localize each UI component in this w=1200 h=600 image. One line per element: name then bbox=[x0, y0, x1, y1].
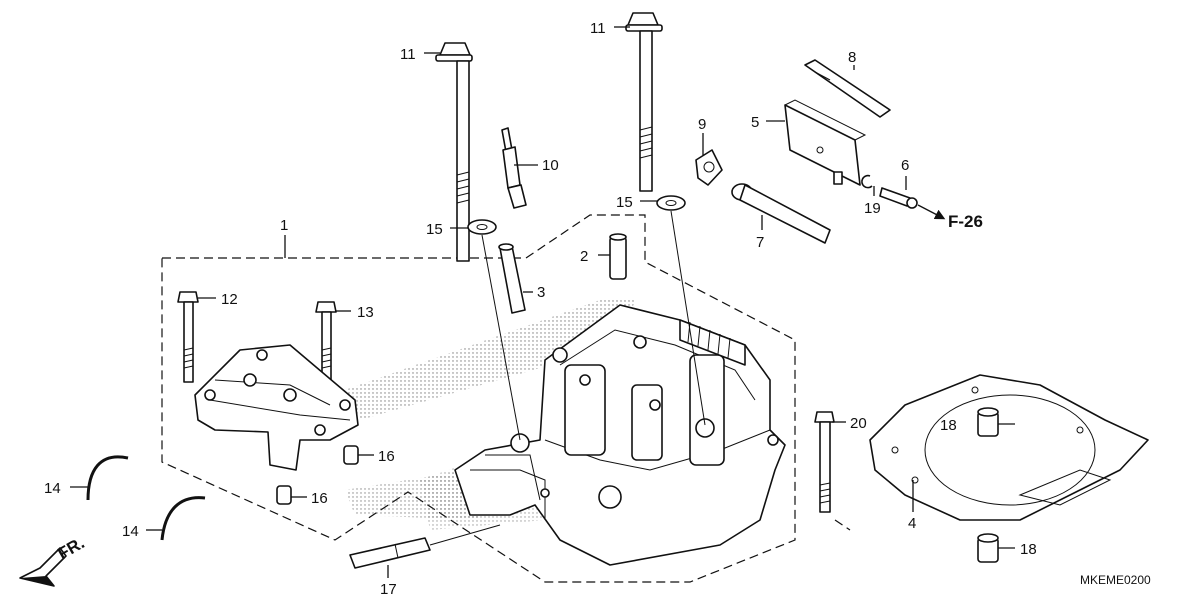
cross-reference-f26: F-26 bbox=[948, 212, 983, 231]
assembly-boundary bbox=[161, 214, 796, 583]
clip-14a bbox=[86, 455, 129, 501]
callout-4: 4 bbox=[908, 515, 916, 532]
figure-code: MKEME0200 bbox=[1080, 573, 1151, 587]
spark-plug bbox=[501, 127, 527, 209]
shaft-8 bbox=[804, 59, 891, 118]
callout-15a: 15 bbox=[426, 221, 443, 238]
callout-14a: 14 bbox=[44, 480, 61, 497]
callout-2: 2 bbox=[580, 248, 588, 265]
washer-19 bbox=[861, 174, 873, 189]
rocker-holder bbox=[194, 344, 359, 471]
dowel-16a bbox=[343, 445, 359, 465]
cam-holder-5 bbox=[784, 99, 867, 186]
callout-14b: 14 bbox=[122, 523, 139, 540]
callout-5: 5 bbox=[751, 114, 759, 131]
callout-1: 1 bbox=[280, 217, 288, 234]
callout-16b: 16 bbox=[311, 490, 328, 507]
head-gasket bbox=[869, 374, 1149, 521]
callout-12: 12 bbox=[221, 291, 238, 308]
callout-20: 20 bbox=[850, 415, 867, 432]
callout-10: 10 bbox=[542, 157, 559, 174]
f26-arrow bbox=[917, 204, 946, 220]
clip-9 bbox=[695, 149, 723, 186]
callout-18a: 18 bbox=[940, 417, 957, 434]
bolt-12 bbox=[177, 291, 199, 383]
clip-14b bbox=[160, 496, 206, 541]
callout-18b: 18 bbox=[1020, 541, 1037, 558]
callout-8: 8 bbox=[848, 49, 856, 66]
cylinder-head bbox=[454, 304, 786, 566]
callout-3: 3 bbox=[537, 284, 545, 301]
bolt-20 bbox=[814, 411, 835, 513]
callout-19: 19 bbox=[864, 200, 881, 217]
pin-6 bbox=[879, 187, 918, 209]
projection-dots-a bbox=[345, 300, 635, 420]
stud-bolt-17 bbox=[349, 537, 431, 569]
washer-right bbox=[656, 195, 686, 211]
dowel-16b bbox=[276, 485, 292, 505]
washer-left bbox=[467, 219, 497, 235]
dowel-18-upper bbox=[977, 407, 999, 437]
pin-7 bbox=[731, 183, 831, 244]
callout-16a: 16 bbox=[378, 448, 395, 465]
callout-9: 9 bbox=[698, 116, 706, 133]
callout-11a: 11 bbox=[400, 46, 416, 63]
callout-6: 6 bbox=[901, 157, 909, 174]
front-direction-arrow bbox=[19, 547, 67, 587]
leader-lines bbox=[70, 26, 1015, 578]
callout-15b: 15 bbox=[616, 194, 633, 211]
valve-guide-2 bbox=[609, 233, 627, 280]
callout-11b: 11 bbox=[590, 20, 606, 37]
valve-guide-3 bbox=[498, 243, 526, 314]
callout-13: 13 bbox=[357, 304, 374, 321]
dowel-18-lower bbox=[977, 533, 999, 563]
callout-7: 7 bbox=[756, 234, 764, 251]
flange-bolt-right bbox=[625, 12, 663, 192]
callout-17: 17 bbox=[380, 581, 397, 598]
flange-bolt-left bbox=[435, 42, 473, 262]
